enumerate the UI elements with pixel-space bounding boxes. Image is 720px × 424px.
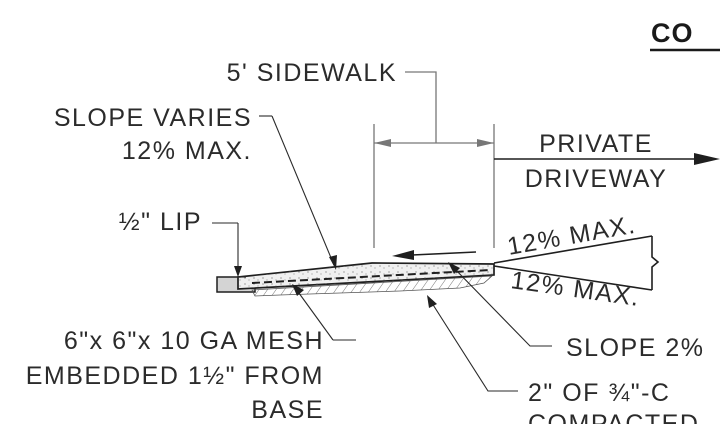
slope-varies-max-label: 12% MAX.: [122, 137, 252, 165]
mesh-label-3: BASE: [251, 396, 324, 424]
sidewalk-label: 5' SIDEWALK: [227, 59, 397, 87]
slope-varies-leader: [271, 115, 335, 266]
base-label-2: COMPACTED: [528, 410, 699, 424]
slope2-label: SLOPE 2%: [566, 334, 704, 362]
compacted-base: [251, 275, 494, 297]
max-upper-label: 12% MAX.: [505, 211, 638, 261]
lip-arrow: [234, 266, 242, 277]
break-line: [651, 236, 660, 290]
mesh-label-2: EMBEDDED 1½" FROM: [26, 362, 324, 390]
slope2-leader: [451, 265, 552, 347]
leaders: [259, 115, 552, 392]
dimension-arrow-left: [374, 139, 391, 147]
max-lower-label: 12% MAX.: [509, 266, 642, 312]
sidewalk-dimension: [373, 71, 495, 248]
base-leader: [429, 299, 518, 392]
detail-title: CO: [651, 18, 694, 48]
driveway-label: DRIVEWAY: [525, 165, 668, 193]
slope-lower-line: [493, 265, 653, 291]
private-driveway-arrow: [494, 153, 720, 165]
wire-mesh: [251, 269, 491, 284]
slope-upper-line: [493, 235, 653, 264]
sidewalk-leader: [405, 71, 437, 143]
private-label: PRIVATE: [539, 130, 653, 158]
mesh-leader: [295, 288, 334, 341]
slope-fan: [493, 235, 660, 291]
lip-label: ½" LIP: [119, 208, 202, 236]
dimension-arrow-right: [477, 139, 494, 147]
base-label-1: 2" OF ¾"-C: [528, 379, 671, 407]
lip-indicator: [212, 222, 246, 278]
mesh-label-1: 6"x 6"x 10 GA MESH: [64, 327, 324, 355]
slope-varies-label: SLOPE VARIES: [54, 104, 252, 132]
slope-direction-arrow: [392, 250, 477, 260]
